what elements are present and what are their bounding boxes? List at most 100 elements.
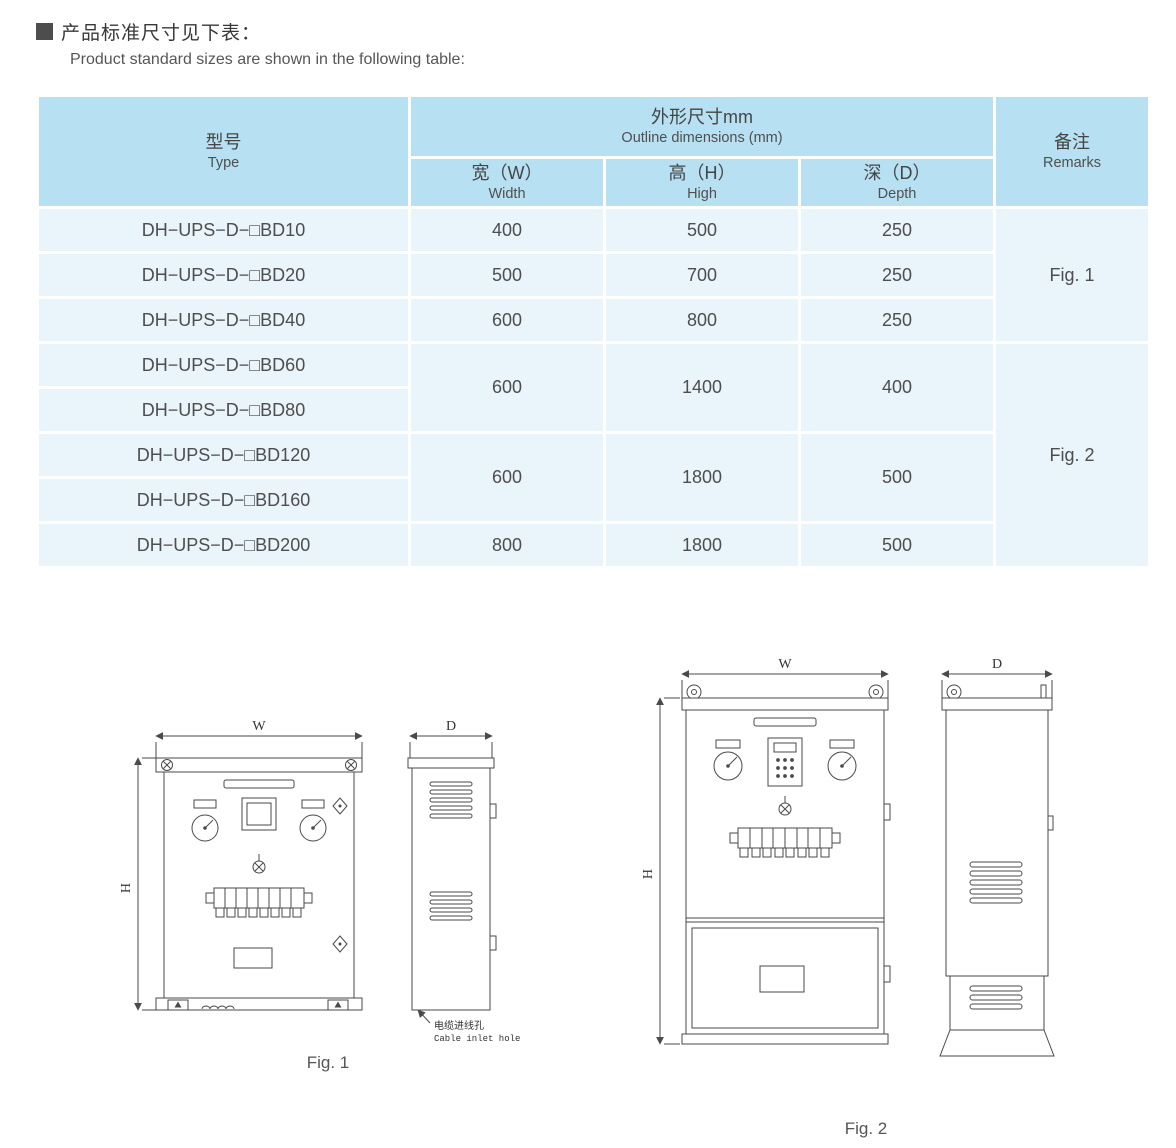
fig1-bottom-flange xyxy=(155,997,363,1011)
col-header-high-en: High xyxy=(687,185,717,202)
fig2-side-eyebolt xyxy=(946,684,1047,700)
fig2-top-vent-slot xyxy=(753,717,817,727)
fig1-top-vent-slot xyxy=(223,779,295,789)
cell-high: 1800 xyxy=(603,431,801,524)
col-header-depth-zh: 深（D） xyxy=(863,163,931,184)
fig2-side-lower-box xyxy=(949,975,1045,1031)
fig2-top-cap xyxy=(681,697,889,711)
cell-depth: 250 xyxy=(797,206,997,254)
fig2-drawing: W H D xyxy=(641,657,1055,1057)
cell-depth: 500 xyxy=(797,431,997,524)
size-table: 型号 Type 外形尺寸mm Outline dimensions (mm) 备… xyxy=(36,94,1152,569)
cell-type: DH−UPS−D−□BD20 xyxy=(36,251,411,299)
fig1-lock-holes xyxy=(332,797,348,953)
col-header-depth-en: Depth xyxy=(877,185,917,202)
fig1-cable-inlet-label-en: Cable inlet hole xyxy=(434,1034,520,1044)
col-header-remarks-en: Remarks xyxy=(1043,154,1102,171)
fig1-d-dimension xyxy=(409,732,493,758)
fig1-drawing: W H D 电缆进线孔 Cable inlet hole xyxy=(119,719,520,1044)
section-heading: 产品标准尺寸见下表： Product standard sizes are sh… xyxy=(36,18,465,69)
fig1-left-meter xyxy=(191,799,219,842)
fig2-front-view xyxy=(656,670,891,1045)
fig1-h-dimension xyxy=(134,757,158,1011)
fig1-side-view xyxy=(407,732,497,1024)
fig2-door-handle xyxy=(759,965,805,993)
col-header-high: 高（H） High xyxy=(603,156,801,209)
fig1-side-body xyxy=(411,767,491,1011)
fig2-side-vent-louvers-lower xyxy=(969,985,1023,1010)
cell-high: 500 xyxy=(603,206,801,254)
table-row: DH−UPS−D−□BD200 800 1800 500 xyxy=(36,521,1150,569)
fig2-d-label: D xyxy=(992,657,1002,672)
cell-type: DH−UPS−D−□BD200 xyxy=(36,521,411,569)
fig2-fuse-symbol xyxy=(778,796,792,816)
table-row: DH−UPS−D−□BD40 600 800 250 xyxy=(36,296,1150,344)
fig2-hinge-upper xyxy=(883,803,891,821)
fig2-side-top-cap xyxy=(941,697,1053,711)
cell-depth: 250 xyxy=(797,296,997,344)
fig2-d-dimension xyxy=(941,670,1053,698)
fig1-front-view xyxy=(134,732,363,1011)
fig1-w-dimension xyxy=(155,732,363,758)
fig1-w-label: W xyxy=(252,719,266,734)
cell-type: DH−UPS−D−□BD40 xyxy=(36,296,411,344)
table-row: DH−UPS−D−□BD10 400 500 250 Fig. 1 xyxy=(36,206,1152,344)
table-row: DH−UPS−D−□BD80 xyxy=(36,386,1150,434)
fig1-terminal-block xyxy=(205,887,313,918)
cell-type: DH−UPS−D−□BD10 xyxy=(36,206,411,254)
cell-high: 800 xyxy=(603,296,801,344)
cell-type: DH−UPS−D−□BD160 xyxy=(36,476,411,524)
fig2-side-body xyxy=(945,709,1049,977)
table-row: DH−UPS−D−□BD160 xyxy=(36,476,1150,524)
cell-high: 1400 xyxy=(603,341,801,434)
fig1-bottom-plate xyxy=(233,947,273,969)
fig2-h-dimension xyxy=(656,697,680,1045)
col-header-outline: 外形尺寸mm Outline dimensions (mm) xyxy=(407,94,997,159)
col-header-depth: 深（D） Depth xyxy=(797,156,997,209)
fig2-h-label: H xyxy=(641,869,656,879)
col-header-width: 宽（W） Width xyxy=(408,156,606,209)
col-header-type-en: Type xyxy=(207,154,240,171)
col-header-outline-en: Outline dimensions (mm) xyxy=(621,129,783,146)
fig2-w-dimension xyxy=(681,670,889,698)
fig2-front-base xyxy=(681,1033,889,1045)
fig1-d-label: D xyxy=(446,719,456,734)
fig1-display-panel xyxy=(241,797,277,831)
cell-high: 1800 xyxy=(603,521,801,569)
cell-width: 600 xyxy=(408,341,606,434)
fig1-side-vent-louvers-mid xyxy=(429,891,473,921)
fig1-side-hinge-bottom xyxy=(489,935,497,951)
cell-type: DH−UPS−D−□BD80 xyxy=(36,386,411,434)
figure-1: W H D 电缆进线孔 Cable inlet hole Fig. 1 xyxy=(118,706,538,1073)
cell-width: 600 xyxy=(408,431,606,524)
heading-zh: 产品标准尺寸见下表： xyxy=(61,23,262,44)
table-row: DH−UPS−D−□BD120 600 1800 500 xyxy=(36,431,1150,524)
fig2-eyebolts xyxy=(686,684,884,700)
table-row: DH−UPS−D−□BD60 600 1400 400 Fig. 2 xyxy=(36,341,1152,569)
fig1-side-hinge-top xyxy=(489,803,497,819)
fig1-top-flange xyxy=(155,757,363,773)
cell-remark: Fig. 2 xyxy=(993,341,1152,569)
cell-depth: 500 xyxy=(797,521,997,569)
fig1-side-vent-louvers-top xyxy=(429,781,473,819)
fig1-coil-symbol xyxy=(201,1005,235,1010)
fig2-right-meter xyxy=(827,739,857,781)
figure-2: W H D Fig. 2 xyxy=(636,652,1096,1139)
fig1-right-meter xyxy=(299,799,327,842)
fig1-fuse-symbol xyxy=(252,854,266,874)
fig2-lower-door xyxy=(691,927,879,1029)
fig2-side-hinge xyxy=(1047,815,1054,831)
cell-high: 700 xyxy=(603,251,801,299)
fig1-cabinet-body xyxy=(163,771,355,999)
fig1-h-label: H xyxy=(119,883,134,893)
fig2-w-label: W xyxy=(778,657,792,672)
fig2-hinge-lower xyxy=(883,965,891,983)
cell-width: 600 xyxy=(408,296,606,344)
cell-depth: 250 xyxy=(797,251,997,299)
table-row: DH−UPS−D−□BD20 500 700 250 xyxy=(36,251,1150,299)
fig2-terminal-block xyxy=(729,827,841,858)
fig2-display-panel xyxy=(767,737,803,787)
fig2-left-meter xyxy=(713,739,743,781)
cell-type: DH−UPS−D−□BD60 xyxy=(36,341,411,389)
